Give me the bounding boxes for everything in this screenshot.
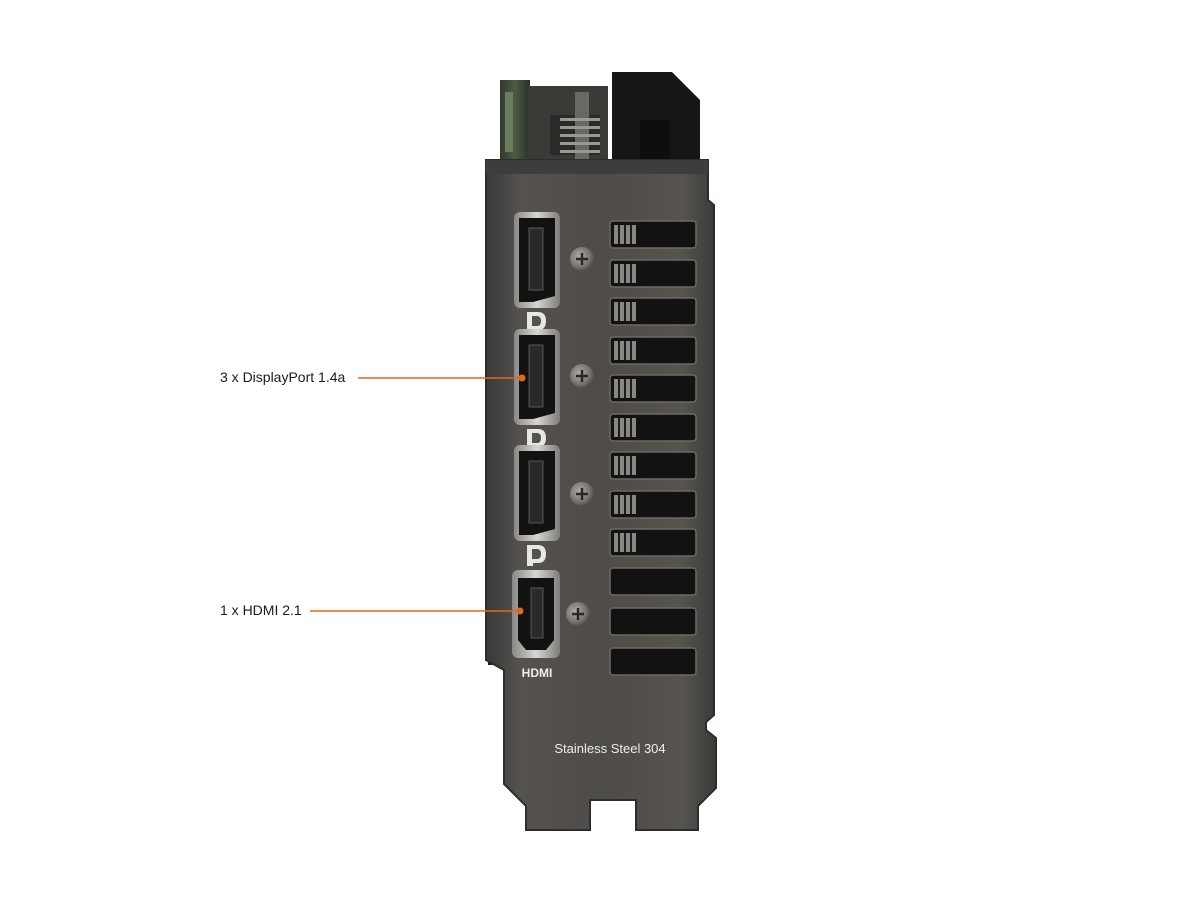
pcb-top-components [500,72,700,162]
callout-line-hdmi [310,607,524,615]
hdmi-connector [512,570,560,658]
vent-slots [609,220,697,676]
callout-label-displayport: 3 x DisplayPort 1.4a [220,369,346,385]
callout-label-hdmi: 1 x HDMI 2.1 [220,602,302,618]
displayport-logo-icon [527,312,546,333]
displayport-connector [514,329,560,425]
screw-icon [570,482,594,506]
hdmi-logo-text: HDMI [522,666,553,680]
callout-line-displayport [358,374,526,382]
displayport-logo-icon [527,545,546,566]
bracket-engraving: Stainless Steel 304 [554,741,665,756]
screw-icon [566,602,590,626]
screw-icon [570,364,594,388]
displayport-connector [514,212,560,308]
displayport-logo-icon [527,429,546,450]
displayport-connector [514,445,560,541]
screw-icon [570,247,594,271]
